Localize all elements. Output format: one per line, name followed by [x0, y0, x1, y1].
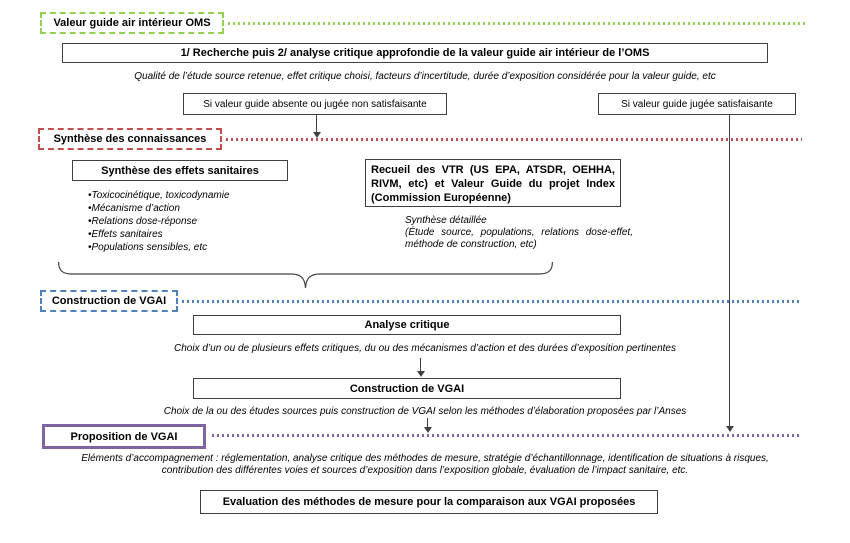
caption-choix-effets: Choix d’un ou de plusieurs effets critiq…: [174, 343, 676, 354]
flow-box-text: Si valeur guide absente ou jugée non sat…: [203, 98, 427, 110]
dotted-line-red: [226, 138, 802, 141]
caption-qualite-etude: Qualité de l’étude source retenue, effet…: [134, 71, 716, 82]
bullet-item: •Populations sensibles, etc: [88, 242, 208, 253]
arrow-head-icon: [726, 426, 734, 432]
dotted-line-purple: [212, 434, 802, 437]
flow-box-text: Construction de VGAI: [349, 382, 465, 395]
caption-choix-etudes: Choix de la ou des études sources puis c…: [163, 406, 687, 417]
flow-box-text: Recueil des VTR (US EPA, ATSDR, OEHHA, R…: [371, 164, 615, 204]
flow-box-recueil-vtr: Recueil des VTR (US EPA, ATSDR, OEHHA, R…: [365, 159, 621, 207]
arrow-line-analyse-construction: [420, 358, 421, 372]
flow-box-condition-satisfaisante: Si valeur guide jugée satisfaisante: [598, 93, 796, 115]
flow-box-text: Analyse critique: [364, 319, 450, 331]
flow-box-text: 1/ Recherche puis 2/ analyse critique ap…: [180, 47, 650, 59]
arrow-line-construction-proposition: [427, 418, 428, 428]
section-label-text: Proposition de VGAI: [70, 430, 178, 443]
arrow-head-icon: [424, 427, 432, 433]
flow-box-text: Synthèse des effets sanitaires: [101, 164, 259, 177]
flow-box-effets-sanitaires: Synthèse des effets sanitaires: [72, 160, 288, 181]
section-label-proposition-vgai: Proposition de VGAI: [42, 424, 206, 449]
caption-line: (Étude source, populations, relations do…: [405, 227, 633, 250]
caption-elements-accompagnement-2: contribution des différentes voies et so…: [161, 465, 689, 476]
flow-box-condition-non-satisfaisante: Si valeur guide absente ou jugée non sat…: [183, 93, 447, 115]
arrow-line-condition-left: [316, 115, 317, 132]
bullet-item: •Toxicocinétique, toxicodynamie: [88, 190, 230, 201]
dotted-line-blue: [182, 300, 802, 303]
dotted-line-green: [228, 22, 805, 25]
bullet-item: •Mécanisme d’action: [88, 203, 180, 214]
bullet-item: •Relations dose-réponse: [88, 216, 198, 227]
flow-box-recherche-analyse: 1/ Recherche puis 2/ analyse critique ap…: [62, 43, 768, 63]
section-label-text: Valeur guide air intérieur OMS: [53, 17, 211, 29]
arrow-line-condition-right: [729, 115, 730, 426]
section-label-text: Construction de VGAI: [51, 295, 167, 307]
flow-box-text: Si valeur guide jugée satisfaisante: [621, 98, 773, 110]
arrow-head-icon: [313, 132, 321, 138]
arrow-head-icon: [417, 371, 425, 377]
caption-line: Synthèse détaillée: [405, 215, 487, 226]
flow-box-construction-vgai: Construction de VGAI: [193, 378, 621, 399]
flow-box-text: Evaluation des méthodes de mesure pour l…: [222, 496, 636, 508]
section-label-synthese-connaissances: Synthèse des connaissances: [38, 128, 222, 150]
flow-box-analyse-critique: Analyse critique: [193, 315, 621, 335]
section-label-text: Synthèse des connaissances: [53, 133, 207, 145]
section-label-construction-vgai: Construction de VGAI: [40, 290, 178, 312]
brace-icon: [58, 261, 553, 289]
caption-synthese-detaillee: Synthèse détaillée (Étude source, popula…: [405, 215, 633, 251]
bullet-item: •Effets sanitaires: [88, 229, 163, 240]
section-label-valeur-guide-oms: Valeur guide air intérieur OMS: [40, 12, 224, 34]
flow-box-evaluation-methodes: Evaluation des méthodes de mesure pour l…: [200, 490, 658, 514]
caption-elements-accompagnement-1: Eléments d’accompagnement : réglementati…: [81, 453, 769, 464]
bullet-list: •Toxicocinétique, toxicodynamie •Mécanism…: [88, 189, 318, 254]
